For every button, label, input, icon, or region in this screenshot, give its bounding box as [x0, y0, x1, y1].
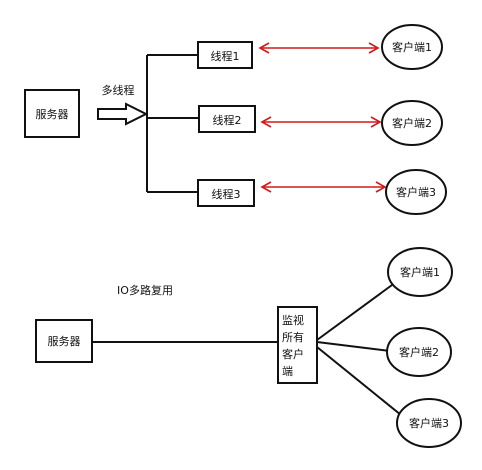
top-server-label: 服务器	[36, 108, 69, 121]
thread-label-3: 线程3	[212, 187, 241, 201]
top-client-1	[381, 24, 443, 70]
thread-label-1: 线程1	[211, 49, 240, 63]
monitor-line-1: 监视	[282, 313, 304, 327]
bottom-client-label-2: 客户端2	[399, 345, 439, 359]
bottom-client-label-1: 客户端1	[400, 265, 440, 279]
bottom-client-label-3: 客户端3	[409, 416, 449, 430]
bottom-server-box	[35, 319, 93, 363]
top-client-label-1: 客户端1	[392, 40, 432, 54]
monitor-client-line-2	[316, 341, 391, 352]
io-multiplexing-label: IO多路复用	[117, 283, 173, 297]
thread-client-link-1	[258, 42, 380, 54]
bottom-client-3	[396, 398, 462, 448]
bottom-client-1	[387, 247, 453, 297]
monitor-box	[277, 306, 318, 384]
monitor-line-4: 端	[282, 365, 293, 378]
top-client-label-3: 客户端3	[396, 185, 436, 199]
multithread-arrow	[97, 102, 149, 126]
top-client-label-2: 客户端2	[392, 116, 432, 130]
monitor-client-line-3	[316, 346, 402, 416]
thread-label-2: 线程2	[213, 113, 242, 127]
multithread-label: 多线程	[102, 83, 135, 97]
monitor-line-2: 所有	[282, 330, 304, 344]
thread-box-2	[198, 105, 256, 133]
thread-box-3	[197, 179, 255, 207]
top-client-3	[385, 169, 447, 215]
thread-box-1	[197, 41, 253, 69]
monitor-client-line-1	[316, 284, 393, 341]
thread-client-link-3	[260, 181, 387, 193]
top-client-2	[381, 100, 443, 146]
bottom-server-label: 服务器	[48, 335, 81, 348]
thread-client-link-2	[260, 116, 382, 128]
top-server-box	[24, 89, 80, 138]
bottom-client-2	[386, 327, 452, 377]
monitor-line-3: 客户	[282, 347, 304, 361]
